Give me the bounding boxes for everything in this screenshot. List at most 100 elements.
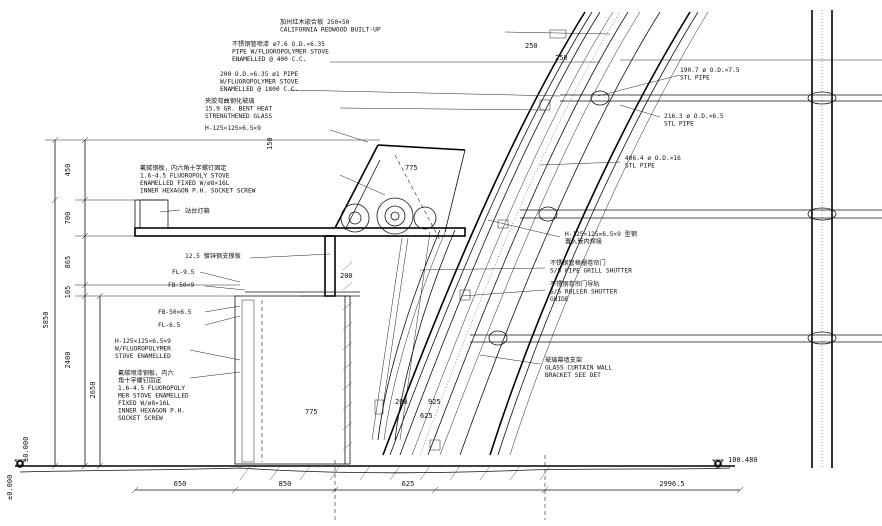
glass-inner-curve-3: [394, 229, 456, 441]
hdim-650: 650: [174, 480, 187, 488]
arch-joint-3: [488, 330, 508, 346]
leader-7: [619, 104, 661, 118]
pipe-fix-circle-2: [376, 197, 414, 235]
note-14: 不锈钢卷帘门导轨 S/S ROLLER SHUTTER GUIDE: [550, 280, 621, 303]
ldim-775-bottom: 775: [305, 408, 318, 416]
vertical-dimension-chain: 450 700 865 105 2400 2650 5850: [42, 136, 380, 470]
leader-20: [189, 371, 241, 379]
column-joint-1: [807, 91, 837, 105]
vdim-700: 700: [64, 212, 72, 225]
level-dot-right: [714, 460, 722, 468]
canopy-incline-inner: [344, 159, 381, 231]
arch-curve-1: [382, 11, 586, 456]
shutter-box: [234, 295, 351, 465]
level-right-label: 100.480: [728, 456, 758, 464]
hdim-625: 625: [402, 480, 415, 488]
note-13: 不锈钢管格栅卷帘门 S/S PIPE GRILL SHUTTER: [550, 259, 632, 275]
ground-line: [14, 455, 735, 520]
vdim-105: 105: [64, 286, 72, 299]
note-16: FB-50×9: [168, 282, 194, 289]
vertical-post: [324, 235, 336, 297]
note-12: 12.5 镀锌钢支撑板: [185, 252, 241, 260]
note-1: 加州红木嵌合板 250×50 CALIFORNIA REDWOOD BUILT-…: [280, 18, 381, 34]
leader-6: [597, 74, 681, 97]
note-15: FL-9.5: [172, 269, 195, 276]
ldim-150: 150: [266, 137, 274, 150]
floor-hatch: [239, 465, 551, 481]
leader-4: [339, 107, 546, 111]
note-2: 不锈钢管喷漆 ø7.6 O.D.×6.35 PIPE W/FLUOROPOLYM…: [232, 40, 333, 63]
vdim-865: 865: [64, 256, 72, 269]
right-column: [470, 10, 882, 468]
pipe-fix-circle-1: [340, 203, 370, 233]
column-joint-3: [807, 331, 837, 345]
note-7: 216.3 ø O.D.×6.5 STL PIPE: [664, 113, 727, 128]
pipe-fix-circle-2-inner: [390, 211, 400, 221]
arch-curve-6: [439, 11, 641, 456]
vdim-ticks: [51, 136, 104, 470]
leader-1: [504, 31, 611, 35]
light-box: [139, 199, 169, 229]
grill-track-3: [399, 231, 431, 441]
leader-13: [419, 267, 546, 271]
canopy-structure: [134, 29, 567, 465]
leader-10: [159, 209, 181, 213]
arch-joint-2: [538, 206, 558, 222]
note-17: FB-50×6.5: [158, 309, 192, 316]
ldim-250-b: 250: [555, 54, 568, 62]
column-joint-2: [807, 207, 837, 221]
arch-mark-3: [497, 219, 509, 229]
note-19: H-125×125×6.5×9 W/FLUOROPOLYMER STOVE EN…: [115, 338, 175, 360]
guide-mark-2: [429, 439, 441, 451]
horizontal-dimension-chain: 650 850 625 2996.5: [131, 480, 744, 494]
note-11: H-125×125×6.5×9 型钢 置入管内焊接: [565, 230, 641, 246]
leader-11: [487, 219, 561, 238]
vdim-450: 450: [64, 164, 72, 177]
leader-9: [339, 174, 386, 196]
hatch-strip: [342, 261, 353, 451]
arch-mark-2: [549, 29, 567, 39]
arch-curve-9: [497, 11, 699, 456]
note-9: 氟碳钢板，内六角十字螺钉固定 1.6-4.5 FLUOROPOLY STOVE …: [140, 164, 256, 195]
hdim-ticks: [131, 486, 744, 494]
note-8: 406.4 ø O.D.×16 STL PIPE: [625, 155, 685, 170]
annotation-notes: 加州红木嵌合板 250×50 CALIFORNIA REDWOOD BUILT-…: [115, 18, 740, 422]
ldim-925: 925: [428, 398, 441, 406]
ldim-200: 200: [340, 272, 353, 280]
vdim-2650: 2650: [89, 382, 97, 399]
pipe-fix-circle-2-mid: [384, 205, 406, 227]
pipe-fix-circle-3: [413, 206, 437, 230]
leader-15: [199, 271, 241, 283]
canopy-incline-right: [444, 149, 466, 233]
arch-curve-3: [399, 11, 601, 456]
arch-curve-4: [411, 11, 614, 456]
canopy-top: [377, 144, 466, 151]
arch-curve-5: [427, 11, 629, 456]
ldim-775-top: 775: [405, 164, 418, 172]
hdim-2996-5: 2996.5: [659, 480, 684, 488]
note-10: 站台灯箱: [185, 207, 210, 215]
glass-inner-curve: [377, 229, 441, 441]
leader-lines: [159, 31, 681, 379]
curved-arch-members: [377, 11, 709, 456]
leader-3: [289, 89, 561, 97]
shutter-left-jamb: [241, 299, 255, 463]
leader-12: [249, 253, 331, 259]
leader-19: [189, 349, 241, 361]
leader-17: [204, 305, 241, 313]
leader-14: [461, 289, 546, 297]
arch-curve-2: [389, 11, 593, 456]
grill-track-2: [377, 237, 409, 441]
leader-21: [479, 354, 541, 365]
ldim-625: 625: [420, 412, 433, 420]
note-20: 氟碳喷漆钢板，内六 角十字螺钉固定 1.6-4.5 FLUOROPOLY MER…: [118, 369, 193, 422]
level-dot-left: [16, 460, 24, 468]
pipe-fix-circle-1-inner: [348, 211, 362, 225]
leader-18: [204, 315, 241, 326]
note-21: 玻璃幕墙支架 GLASS CURTAIN WALL BRACKET SEE DE…: [545, 356, 616, 379]
vdim-5850: 5850: [42, 312, 50, 329]
level-left-small: ±0.000: [6, 475, 14, 500]
ldim-200-b: 200: [395, 398, 408, 406]
main-beam: [134, 227, 466, 237]
